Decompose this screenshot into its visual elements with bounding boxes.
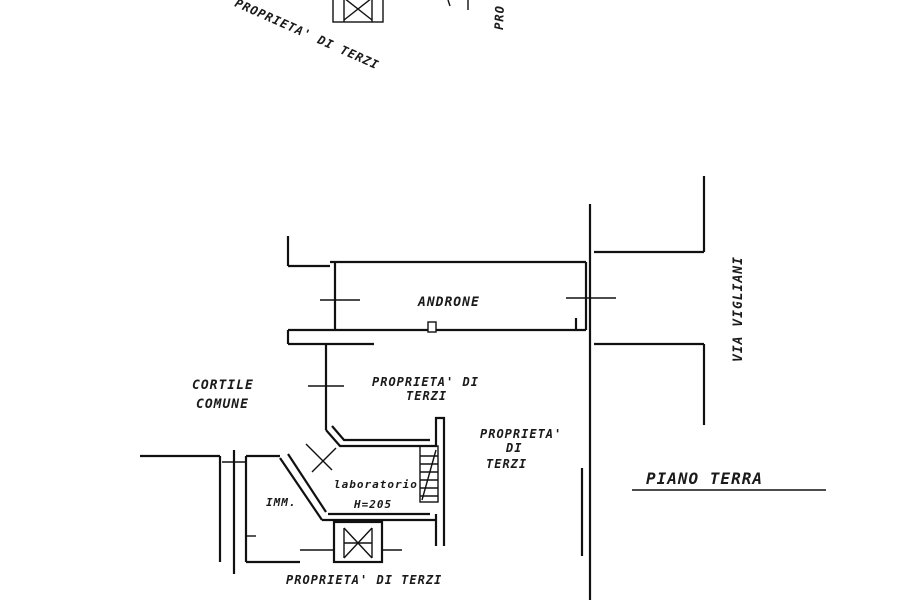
street-boundary: VIA VIGLIANI [580,176,746,600]
label-comune: COMUNE [196,397,249,412]
label-proprieta-bottom: PROPRIETA' DI TERZI [286,573,442,587]
upper-plan-fragment: PROPRIETA' DI TERZI PRO [233,0,507,72]
label-piano-terra: PIANO TERRA [646,469,763,488]
label-laboratorio: laboratorio [334,478,418,491]
label-proprieta-right-2: DI [505,441,522,455]
imm-area: IMM. [140,450,300,574]
label-proprieta-center: PROPRIETA' DI [372,375,479,389]
staircase [419,445,439,503]
stair-box-bottom [300,520,402,564]
laboratorio-room: laboratorio H=205 [279,416,446,546]
label-imm: IMM. [266,496,297,509]
label-proprieta-top-right: PRO [492,5,507,30]
label-proprieta-center-2: TERZI [406,389,447,403]
label-proprieta-top: PROPRIETA' DI TERZI [233,0,381,72]
label-proprieta-right: PROPRIETA' [480,427,562,441]
label-cortile: CORTILE [192,378,254,393]
label-androne: ANDRONE [417,295,480,310]
label-height: H=205 [353,498,392,511]
stair-box-top [332,0,384,23]
androne-room: ANDRONE [286,236,616,346]
label-proprieta-right-3: TERZI [486,457,527,471]
floor-title: PIANO TERRA [632,469,826,491]
label-via-vigliani: VIA VIGLIANI [731,256,746,362]
courtyard-area: CORTILE COMUNE PROPRIETA' DI TERZI PROPR… [192,344,562,471]
